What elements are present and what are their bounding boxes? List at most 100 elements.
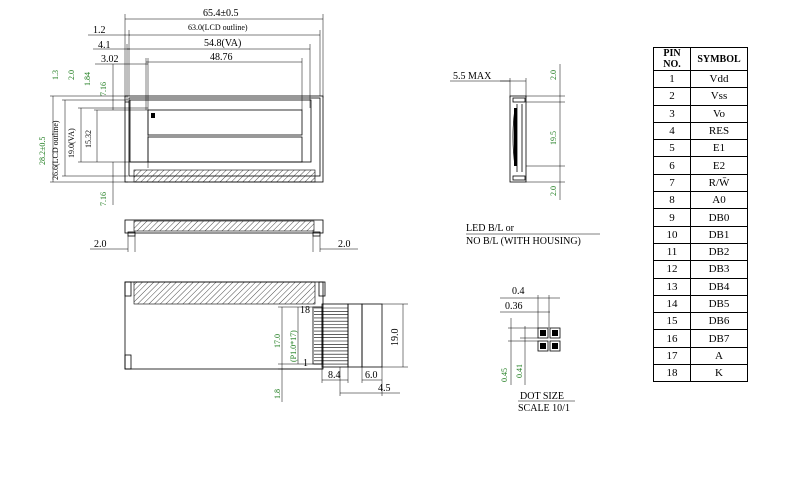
edge-outline <box>124 219 324 234</box>
dim-left-4-1: 4.1 <box>98 40 111 51</box>
pin-symbol: DB1 <box>690 225 748 244</box>
pin-number: 10 <box>653 225 691 244</box>
pin-symbol: DB2 <box>690 242 748 262</box>
pin-number: 18 <box>653 364 691 383</box>
pin-number: 2 <box>653 87 691 106</box>
back-housing-hatch <box>133 281 316 305</box>
dim-left-1-2: 1.2 <box>93 25 106 36</box>
pin-symbol: E2 <box>690 156 748 175</box>
dim-dot-0-36: 0.36 <box>505 301 523 312</box>
pin-number: 6 <box>653 156 691 175</box>
header-pin-no: PIN NO. <box>653 47 691 71</box>
pin-symbol: DB0 <box>690 208 748 227</box>
connector-pad <box>312 306 323 365</box>
side-tab-top <box>512 97 526 103</box>
note-led-line2: NO B/L (WITH HOUSING) <box>466 236 581 247</box>
dot-fill-2 <box>552 330 558 336</box>
module-outline <box>124 95 324 183</box>
pin-number: 11 <box>653 242 691 262</box>
pin-symbol: R/W̄ <box>690 173 748 193</box>
edge-tab-left <box>127 231 136 237</box>
pin-number: 15 <box>653 312 691 331</box>
dot-size-scale: SCALE 10/1 <box>518 403 570 414</box>
pin-number: 9 <box>653 208 691 227</box>
display-row-1 <box>147 109 303 136</box>
pin-symbol: E1 <box>690 139 748 158</box>
pin-symbol: DB3 <box>690 260 748 279</box>
pin-number: 14 <box>653 294 691 314</box>
dim-height-overall: 28.2±0.5 <box>38 137 47 165</box>
side-view: 5.5 MAX 2.0 19.5 2.0 LED B/L or NO B/L (… <box>450 64 600 247</box>
pin-number: 7 <box>653 173 691 193</box>
dot-detail: 0.4 0.36 0.45 0.41 DOT SIZE SCALE 10/1 <box>500 286 575 414</box>
dim-v-top-7-16: 7.16 <box>99 82 108 96</box>
pin-symbol: Vdd <box>690 69 748 89</box>
dot-fill-1 <box>540 330 546 336</box>
dim-overall-width: 65.4±0.5 <box>203 8 239 19</box>
dim-v-top-1-84: 1.84 <box>83 72 92 86</box>
back-tab-top-right <box>318 281 326 297</box>
dim-v-bottom-7-16: 7.16 <box>99 192 108 206</box>
pin-number: 8 <box>653 191 691 210</box>
back-tab-top-left <box>124 281 132 297</box>
pin-symbol: K <box>690 364 748 383</box>
pin-symbol: Vss <box>690 87 748 106</box>
pin-symbol: DB7 <box>690 329 748 348</box>
pin-number: 12 <box>653 260 691 279</box>
pin-symbol: DB6 <box>690 312 748 331</box>
side-tab-bottom <box>512 175 526 181</box>
dim-side-bottom: 2.0 <box>549 186 558 196</box>
dim-8-4: 8.4 <box>328 370 341 381</box>
display-row-2 <box>147 136 303 163</box>
dim-height-va: 19.0(VA) <box>67 128 76 158</box>
connector-pins <box>314 307 348 365</box>
note-led-line1: LED B/L or <box>466 223 515 234</box>
pin-number: 16 <box>653 329 691 348</box>
dim-pitch-17: 17.0 <box>273 334 282 348</box>
bottom-edge-view: 2.0 2.0 <box>90 219 358 252</box>
pin-number: 17 <box>653 346 691 366</box>
dim-height-aa: 15.32 <box>84 130 93 148</box>
pin-number: 5 <box>653 139 691 158</box>
pin-18-label: 18 <box>300 305 310 316</box>
dim-edge-right: 2.0 <box>338 239 351 250</box>
dim-pitch-note: (P1.0*17) <box>289 330 298 362</box>
dot-marker <box>151 113 155 118</box>
pin-symbol: RES <box>690 121 748 141</box>
top-view-housing-hatch <box>133 169 316 183</box>
connector-flex <box>347 303 363 368</box>
dim-5-5-max: 5.5 MAX <box>453 71 492 82</box>
dot-size-title: DOT SIZE <box>520 391 564 402</box>
dim-lcd-outline-width: 63.0(LCD outline) <box>188 23 248 32</box>
dim-edge-left: 2.0 <box>94 239 107 250</box>
pin-symbol: Vo <box>690 104 748 123</box>
pin-number: 3 <box>653 104 691 123</box>
pin-table-header: PIN NO. SYMBOL <box>653 47 748 71</box>
dim-side-top: 2.0 <box>549 70 558 80</box>
pin-number: 1 <box>653 69 691 89</box>
pin-symbol: DB4 <box>690 277 748 296</box>
dim-19-0: 19.0 <box>390 329 401 347</box>
pin-number: 4 <box>653 121 691 141</box>
edge-tab-right <box>312 231 321 237</box>
top-view: 65.4±0.5 63.0(LCD outline) 54.8(VA) 48.7… <box>38 8 324 206</box>
header-symbol: SYMBOL <box>690 47 748 71</box>
dot-fill-3 <box>540 343 546 349</box>
dim-height-lcd: 26.6(LCD outline) <box>51 120 60 180</box>
pin-1-label: 1 <box>303 358 308 369</box>
